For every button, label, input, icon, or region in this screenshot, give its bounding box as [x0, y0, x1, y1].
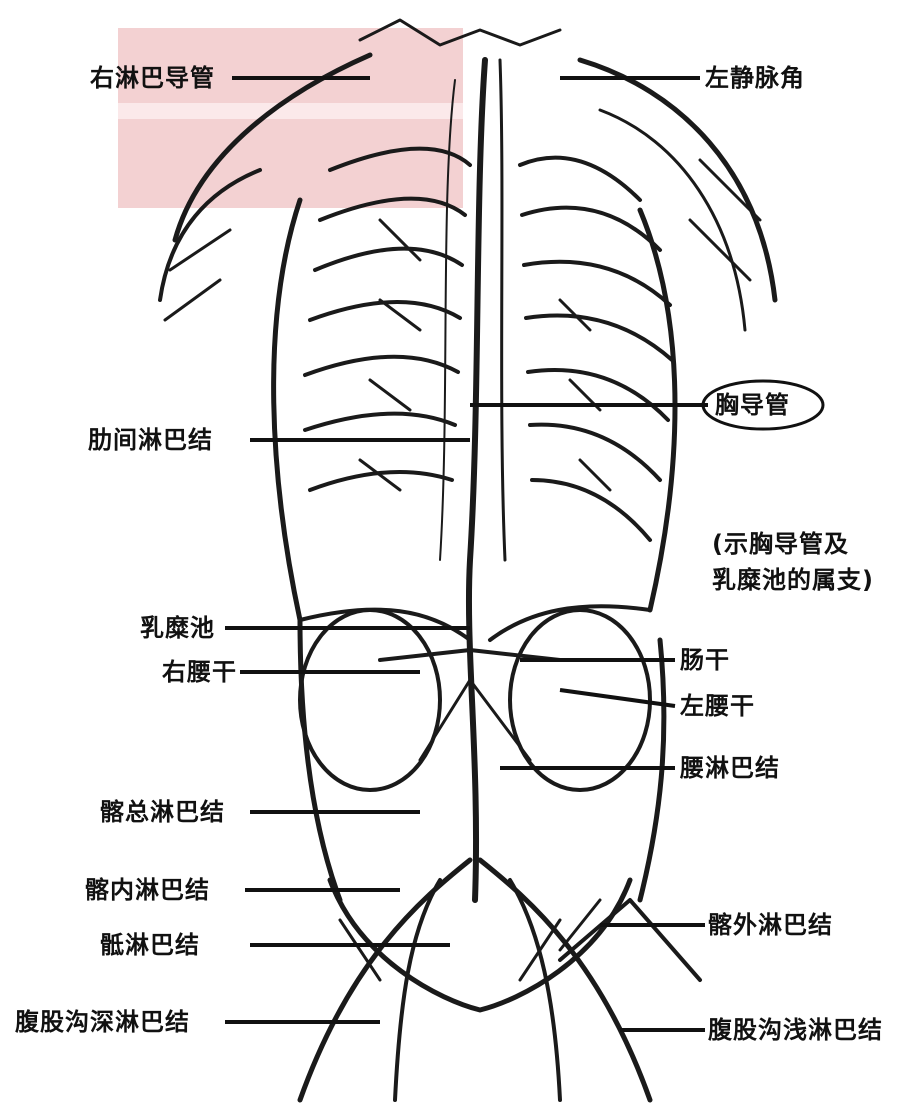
label-lumbar-nodes: 腰淋巴结: [680, 754, 780, 782]
label-superficial-inguinal-nodes: 腹股沟浅淋巴结: [708, 1016, 883, 1044]
label-deep-inguinal-nodes: 腹股沟深淋巴结: [15, 1008, 190, 1036]
label-sacral-nodes: 骶淋巴结: [100, 931, 200, 959]
label-common-iliac-nodes: 髂总淋巴结: [100, 798, 225, 826]
label-note-line1: (示胸导管及: [712, 530, 849, 558]
label-external-iliac-nodes: 髂外淋巴结: [708, 911, 833, 939]
label-cisterna-chyli: 乳糜池: [140, 614, 215, 642]
label-internal-iliac-nodes: 髂内淋巴结: [85, 876, 210, 904]
label-right-lymphatic-duct: 右淋巴导管: [90, 64, 215, 92]
label-left-lumbar-trunk: 左腰干: [680, 692, 755, 720]
label-thoracic-duct: 胸导管: [715, 391, 790, 419]
label-right-lumbar-trunk: 右腰干: [162, 658, 237, 686]
label-intercostal-nodes: 肋间淋巴结: [88, 426, 213, 454]
label-note-line2: 乳糜池的属支): [712, 566, 874, 594]
label-intestinal-trunk: 肠干: [680, 646, 730, 674]
label-left-venous-angle: 左静脉角: [705, 64, 805, 92]
